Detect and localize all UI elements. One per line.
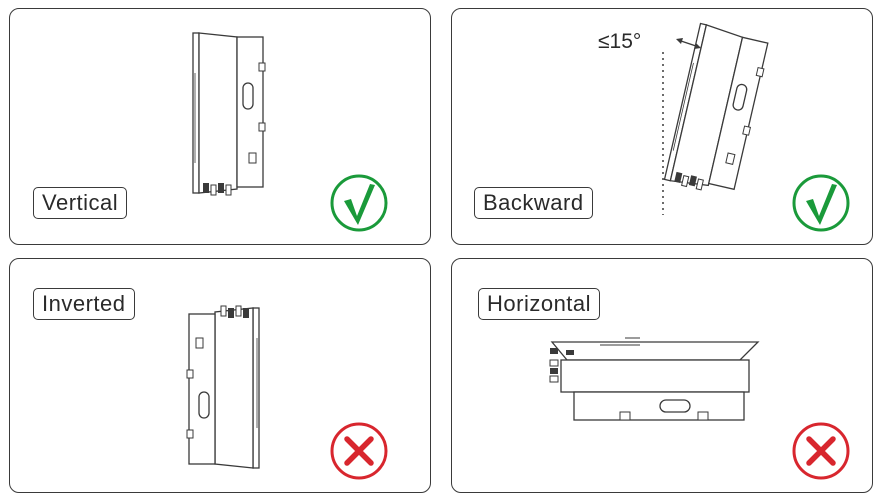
inverter-backward-drawing — [663, 22, 772, 199]
label-inverted: Inverted — [33, 288, 135, 320]
inverter-inverted-drawing — [186, 305, 260, 469]
cross-circle-icon — [330, 422, 388, 480]
inverter-horizontal-drawing — [549, 337, 760, 421]
tilt-angle-label: ≤15° — [598, 30, 642, 53]
tilt-arrow-icon — [676, 38, 701, 49]
label-horizontal: Horizontal — [478, 288, 601, 320]
label-backward: Backward — [474, 187, 593, 219]
checkmark-circle-icon — [792, 174, 850, 232]
cross-circle-icon — [792, 422, 850, 480]
checkmark-circle-icon — [330, 174, 388, 232]
label-vertical: Vertical — [33, 187, 128, 219]
inverter-vertical-drawing — [192, 32, 266, 196]
